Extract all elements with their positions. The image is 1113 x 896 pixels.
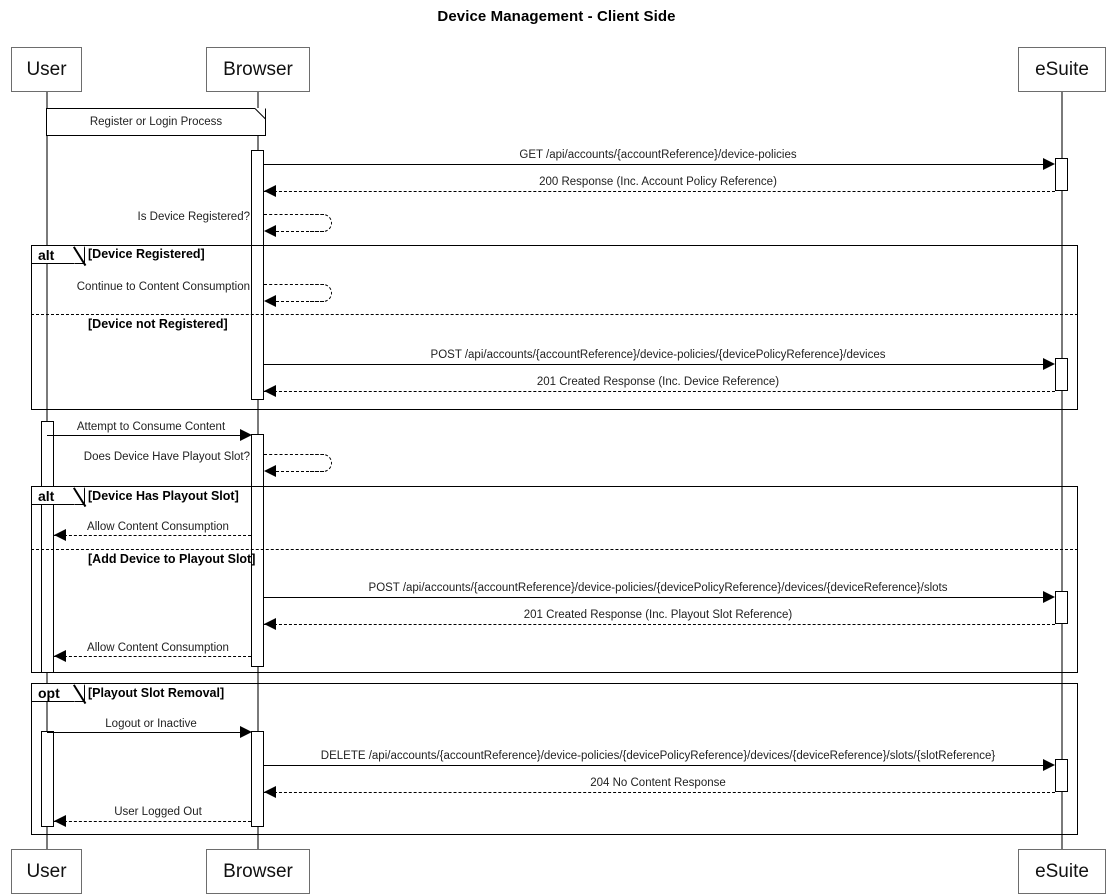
message-line-m8-top — [264, 454, 324, 455]
message-label-m1: GET /api/accounts/{accountReference}/dev… — [519, 149, 797, 161]
message-arrow-m12 — [54, 650, 66, 662]
message-arrow-m14 — [1043, 759, 1055, 771]
participant-user-bottom[interactable]: User — [11, 849, 82, 894]
message-label-m6: 201 Created Response (Inc. Device Refere… — [536, 376, 780, 388]
fragment-operator-label: opt — [38, 684, 60, 701]
activation-esuite-post-slots — [1055, 591, 1068, 624]
message-arrow-m2 — [264, 185, 276, 197]
message-arrow-m7 — [240, 429, 252, 441]
message-line-m7 — [47, 435, 243, 436]
message-arrow-m9 — [54, 529, 66, 541]
message-label-m16: User Logged Out — [114, 806, 202, 818]
message-arrow-m1 — [1043, 158, 1055, 170]
fragment-operator-tab-alt-1: alt — [31, 245, 85, 264]
message-arrow-m13 — [240, 726, 252, 738]
message-label-m13: Logout or Inactive — [105, 718, 197, 730]
participant-label: eSuite — [1035, 860, 1089, 882]
lifeline-esuite — [1061, 92, 1063, 850]
message-line-m5 — [264, 364, 1044, 365]
message-line-m4-top — [264, 284, 324, 285]
message-label-m2: 200 Response (Inc. Account Policy Refere… — [539, 176, 777, 188]
fragment-operator-label: alt — [38, 487, 55, 504]
fragment-condition-2a: [Device Has Playout Slot] — [88, 489, 239, 503]
message-line-m10 — [264, 597, 1044, 598]
participant-label: User — [26, 58, 67, 80]
message-line-m12 — [54, 656, 251, 657]
message-line-m9 — [54, 535, 251, 536]
message-line-m15 — [264, 792, 1055, 793]
message-selfloop-m4 — [310, 284, 332, 302]
message-label-m5: POST /api/accounts/{accountReference}/de… — [430, 349, 886, 361]
message-line-m3-top — [264, 214, 324, 215]
participant-browser-top[interactable]: Browser — [206, 47, 310, 92]
participant-browser-bottom[interactable]: Browser — [206, 849, 310, 894]
message-arrow-m3 — [264, 225, 276, 237]
fragment-operator-tab-alt-2: alt — [31, 486, 85, 505]
message-line-m11 — [264, 624, 1055, 625]
fragment-condition-1b: [Device not Registered] — [88, 317, 228, 331]
message-selfloop-m8 — [310, 454, 332, 472]
fragment-condition-2b: [Add Device to Playout Slot] — [88, 552, 256, 566]
page-title: Device Management - Client Side — [437, 8, 676, 25]
fragment-divider-2 — [31, 549, 1078, 550]
message-line-m6 — [264, 391, 1055, 392]
fragment-condition-3a: [Playout Slot Removal] — [88, 686, 225, 700]
participant-user-top[interactable]: User — [11, 47, 82, 92]
activation-user-consume — [41, 421, 54, 673]
message-arrow-m6 — [264, 385, 276, 397]
activation-browser-consume — [251, 434, 264, 667]
message-line-m16 — [54, 821, 251, 822]
message-label-m12: Allow Content Consumption — [87, 642, 229, 654]
participant-label: eSuite — [1035, 58, 1089, 80]
message-line-m8-bottom — [276, 471, 324, 472]
activation-esuite-get-policies — [1055, 158, 1068, 191]
activation-esuite-delete-slot — [1055, 759, 1068, 792]
fragment-operator-label: alt — [38, 246, 55, 263]
message-label-m4: Continue to Content Consumption — [76, 281, 250, 293]
message-arrow-m8 — [264, 465, 276, 477]
activation-browser-logout — [251, 731, 264, 827]
message-label-m8: Does Device Have Playout Slot? — [83, 451, 250, 463]
message-label-m10: POST /api/accounts/{accountReference}/de… — [368, 582, 948, 594]
message-line-m1 — [264, 164, 1044, 165]
message-label-m14: DELETE /api/accounts/{accountReference}/… — [320, 750, 996, 762]
fragment-condition-1a: [Device Registered] — [88, 247, 205, 261]
participant-esuite-top[interactable]: eSuite — [1018, 47, 1106, 92]
message-line-m4-bottom — [276, 301, 324, 302]
participant-label: Browser — [223, 58, 293, 80]
message-line-m13 — [47, 732, 243, 733]
participant-esuite-bottom[interactable]: eSuite — [1018, 849, 1106, 894]
message-label-m9: Allow Content Consumption — [87, 521, 229, 533]
message-line-m2 — [264, 191, 1055, 192]
message-arrow-m5 — [1043, 358, 1055, 370]
activation-browser-main — [251, 150, 264, 400]
message-arrow-m15 — [264, 786, 276, 798]
message-arrow-m4 — [264, 295, 276, 307]
message-label-m11: 201 Created Response (Inc. Playout Slot … — [523, 609, 793, 621]
message-selfloop-m3 — [310, 214, 332, 232]
message-arrow-m11 — [264, 618, 276, 630]
participant-label: Browser — [223, 860, 293, 882]
message-line-m14 — [264, 765, 1044, 766]
message-arrow-m10 — [1043, 591, 1055, 603]
message-line-m3-bottom — [276, 231, 324, 232]
participant-label: User — [26, 860, 67, 882]
fragment-divider-1 — [31, 314, 1078, 315]
activation-esuite-post-devices — [1055, 358, 1068, 391]
message-arrow-m16 — [54, 815, 66, 827]
message-label-m3: Is Device Registered? — [137, 211, 251, 223]
note-register-login: Register or Login Process — [46, 108, 266, 136]
activation-user-logout — [41, 731, 54, 827]
message-label-m7: Attempt to Consume Content — [76, 421, 226, 433]
message-label-m15: 204 No Content Response — [590, 777, 726, 789]
note-text: Register or Login Process — [89, 116, 223, 128]
